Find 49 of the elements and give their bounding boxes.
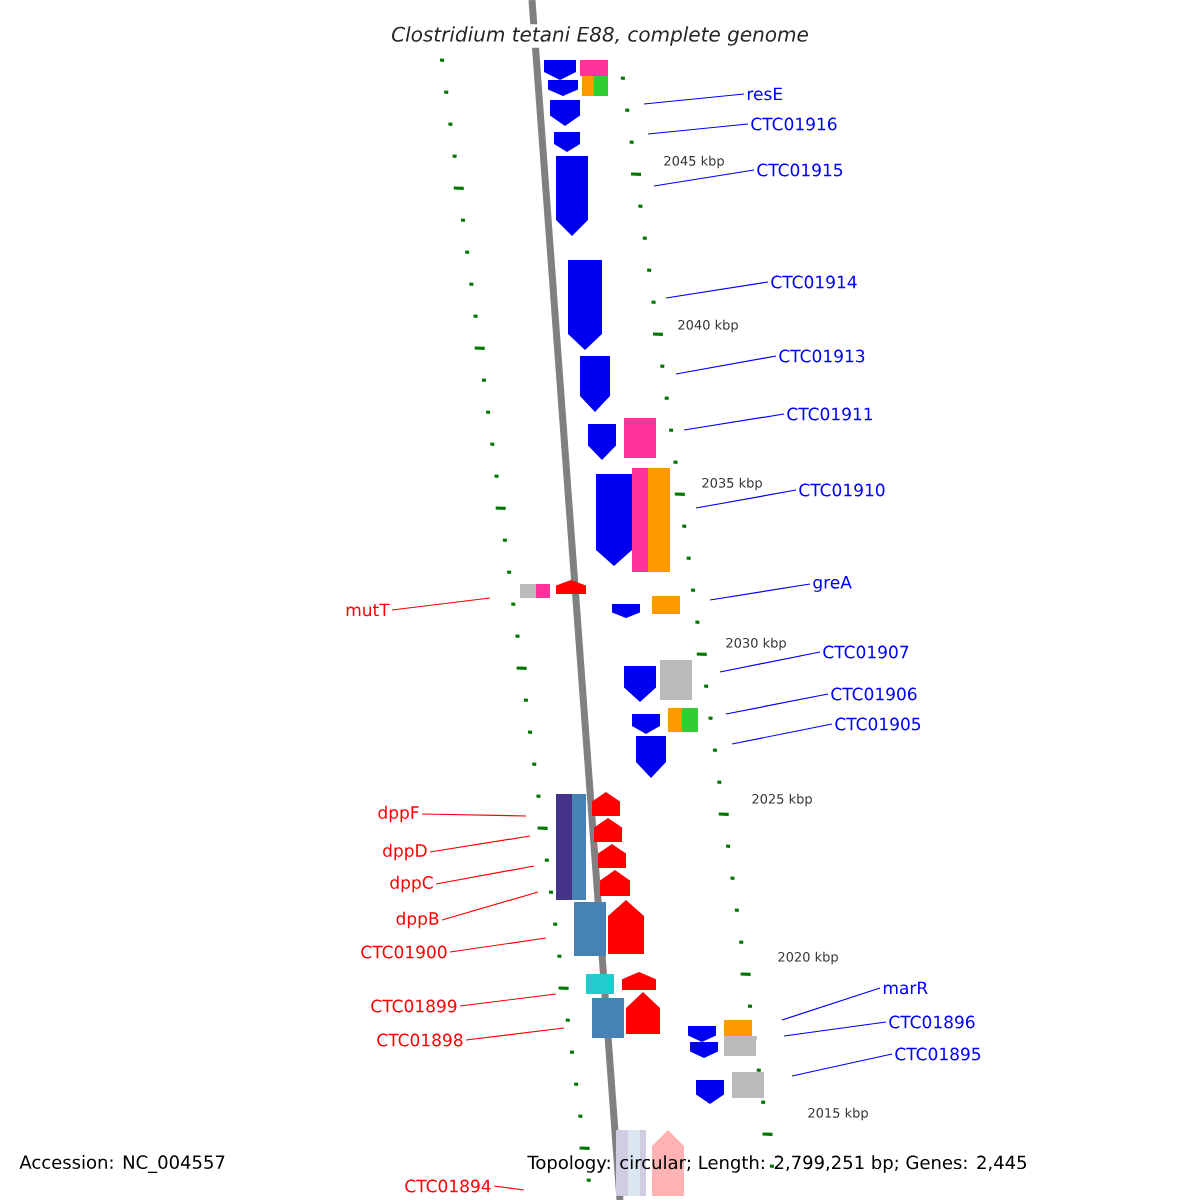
- leader-line: [421, 813, 527, 817]
- leader-line: [653, 169, 755, 187]
- gene-label: CTC01915: [757, 163, 843, 177]
- gene-label: CTC01896: [889, 1015, 975, 1029]
- leader-line: [435, 865, 535, 885]
- gene-label: CTC01899: [371, 999, 457, 1013]
- leader-line: [465, 1027, 565, 1041]
- gene-label: CTC01906: [831, 687, 917, 701]
- gene-label: marR: [883, 981, 928, 995]
- leader-line: [441, 891, 539, 921]
- gene-label: dppF: [378, 805, 419, 823]
- info-text: Topology: circular; Length: 2,799,251 bp; Genes: 2,445: [527, 1155, 1026, 1173]
- gene-label: CTC01900: [361, 945, 447, 959]
- leader-line: [493, 1185, 525, 1191]
- gene-label: mutT: [346, 603, 390, 617]
- leader-line: [781, 987, 881, 1021]
- leader-line: [695, 489, 797, 509]
- gene-label: resE: [747, 87, 782, 101]
- leader-line: [449, 937, 547, 953]
- leader-line: [791, 1053, 893, 1077]
- leader-line: [459, 993, 557, 1007]
- gene-label: CTC01913: [779, 349, 865, 363]
- gene-label: dppC: [390, 875, 433, 893]
- gene-label: greA: [813, 576, 852, 592]
- leader-line: [647, 123, 749, 135]
- info-text: Accession: NC_004557: [19, 1155, 225, 1173]
- leader-line: [429, 835, 531, 853]
- leader-line: [731, 723, 833, 745]
- leader-line: [665, 281, 769, 299]
- leader-line: [391, 597, 491, 611]
- gene-label: CTC01910: [799, 483, 885, 497]
- gene-label: CTC01916: [751, 117, 837, 131]
- gene-label: CTC01911: [787, 407, 873, 421]
- gene-label: CTC01905: [835, 717, 921, 731]
- leader-line: [709, 583, 811, 601]
- leader-line: [719, 651, 821, 673]
- leader-line: [725, 693, 829, 715]
- leader-line: [783, 1021, 887, 1037]
- gene-label: CTC01894: [405, 1179, 491, 1193]
- leader-line: [675, 355, 777, 375]
- gene-label: dppD: [383, 843, 427, 861]
- gene-label: CTC01895: [895, 1047, 981, 1061]
- title: Clostridium tetani E88, complete genome: [389, 24, 811, 48]
- gene-label: CTC01914: [771, 275, 857, 289]
- leader-line: [643, 93, 745, 105]
- gene-label: dppB: [396, 911, 439, 929]
- gene-label: CTC01898: [377, 1033, 463, 1047]
- leader-line: [683, 413, 785, 431]
- gene-label: CTC01907: [823, 645, 909, 659]
